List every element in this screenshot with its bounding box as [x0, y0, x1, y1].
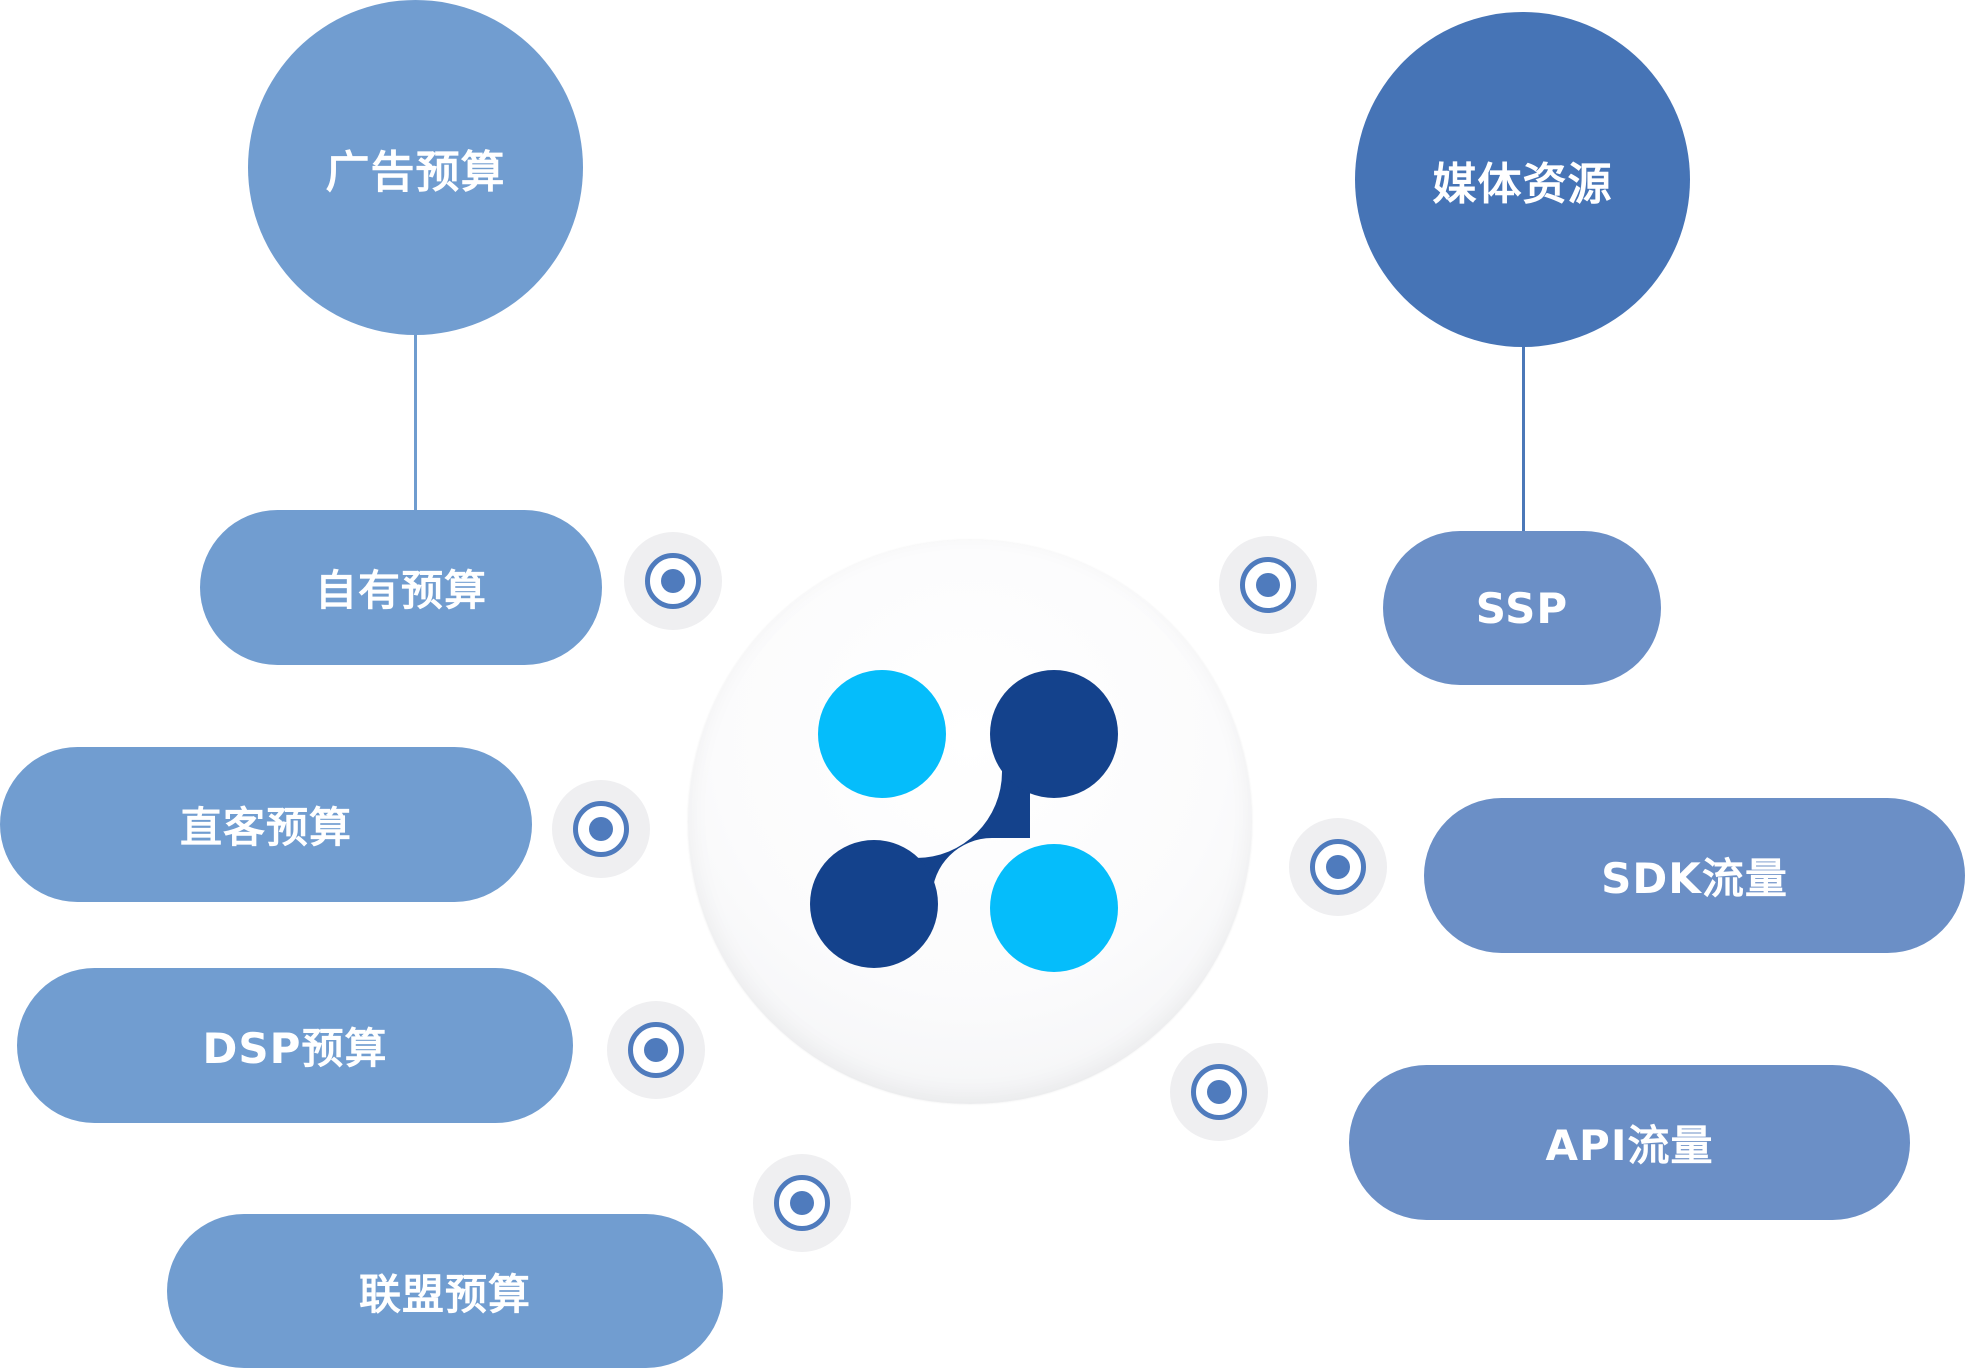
target-icon	[753, 1154, 851, 1252]
alliance-budget-pill: 联盟预算	[167, 1214, 723, 1368]
ssp-pill: SSP	[1383, 531, 1661, 685]
brand-logo-icon	[810, 670, 1118, 972]
sdk-traffic-label: SDK流量	[1601, 854, 1788, 903]
media-resources-node: 媒体资源	[1355, 12, 1690, 347]
own-budget-label: 自有预算	[314, 566, 487, 615]
logo-light-circle-bottom-right	[990, 844, 1118, 972]
sdk-traffic-pill: SDK流量	[1424, 798, 1965, 953]
target-icon	[1219, 536, 1317, 634]
target-icon	[1289, 818, 1387, 916]
target-icon	[552, 780, 650, 878]
target-icon	[624, 532, 722, 630]
alliance-budget-label: 联盟预算	[358, 1269, 531, 1319]
connector-ad-budget	[414, 330, 417, 512]
direct-client-budget-pill: 直客预算	[0, 747, 532, 902]
target-icon	[607, 1001, 705, 1099]
media-resources-label: 媒体资源	[1432, 158, 1613, 210]
own-budget-pill: 自有预算	[200, 510, 602, 665]
logo-dark-circle-bottom-left	[810, 840, 938, 968]
api-traffic-label: API流量	[1545, 1121, 1714, 1170]
logo-dark-circle-top-right	[990, 670, 1118, 798]
connector-media-resources	[1522, 342, 1525, 532]
logo-light-circle-top-left	[818, 670, 946, 798]
dsp-budget-label: DSP预算	[202, 1024, 388, 1073]
api-traffic-pill: API流量	[1349, 1065, 1910, 1220]
ad-budget-label: 广告预算	[325, 146, 506, 198]
direct-client-budget-label: 直客预算	[179, 803, 352, 852]
dsp-budget-pill: DSP预算	[17, 968, 573, 1123]
ssp-label: SSP	[1475, 583, 1569, 633]
ad-budget-node: 广告预算	[248, 0, 583, 335]
target-icon	[1170, 1043, 1268, 1141]
central-hub	[688, 540, 1252, 1104]
